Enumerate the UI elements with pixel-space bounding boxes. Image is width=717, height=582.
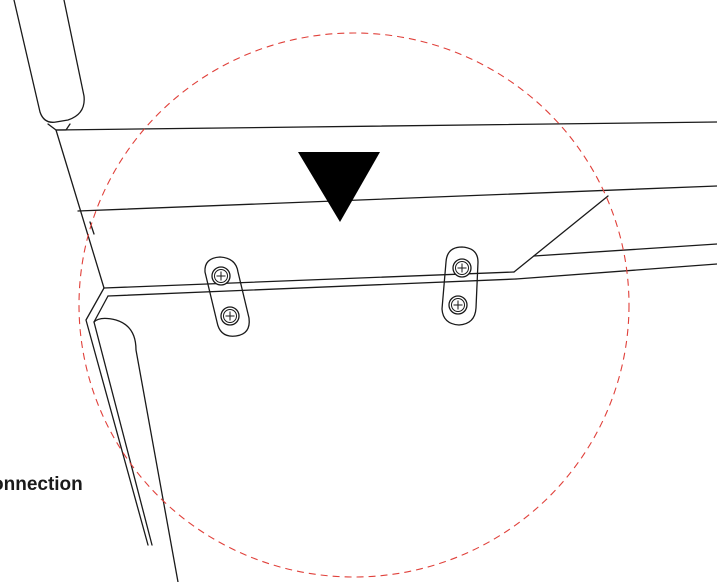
bracket-left [204, 256, 250, 337]
phillips-screw-icon [220, 306, 240, 326]
phillips-screw-icon [211, 266, 231, 286]
lower-leg [85, 287, 179, 582]
phillips-screw-icon [452, 258, 472, 278]
down-arrow-icon [298, 152, 380, 222]
detail-circle [78, 32, 630, 578]
connection-label: onnection [0, 474, 83, 495]
crossbar-rail [55, 121, 717, 297]
bracket-right [441, 246, 479, 326]
upright-post-top [13, 0, 85, 131]
phillips-screw-icon [448, 295, 468, 315]
